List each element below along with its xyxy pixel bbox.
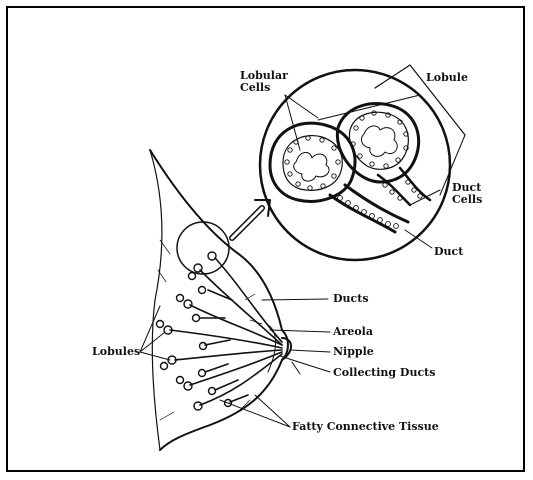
label-lobules: Lobules [92,346,140,358]
label-areola: Areola [333,326,373,338]
breast-lobule-clusters [157,252,232,410]
nipple-leader [290,350,330,352]
label-lobular-cells: Lobular Cells [240,70,288,94]
duct-leader [405,230,432,248]
label-nipple: Nipple [333,346,374,358]
label-ducts: Ducts [333,293,369,305]
label-lobule: Lobule [426,72,468,84]
areola-leader [270,330,330,332]
label-duct: Duct [434,246,463,258]
label-collecting-ducts: Collecting Ducts [333,367,435,379]
breast-ducts [170,258,282,405]
chest-wall [150,150,162,450]
label-duct-cells: Duct Cells [452,182,482,206]
fatty-tissue-leader [220,400,290,427]
collecting-ducts-leader [280,356,330,372]
label-fatty-connective-tissue: Fatty Connective Tissue [292,421,439,433]
